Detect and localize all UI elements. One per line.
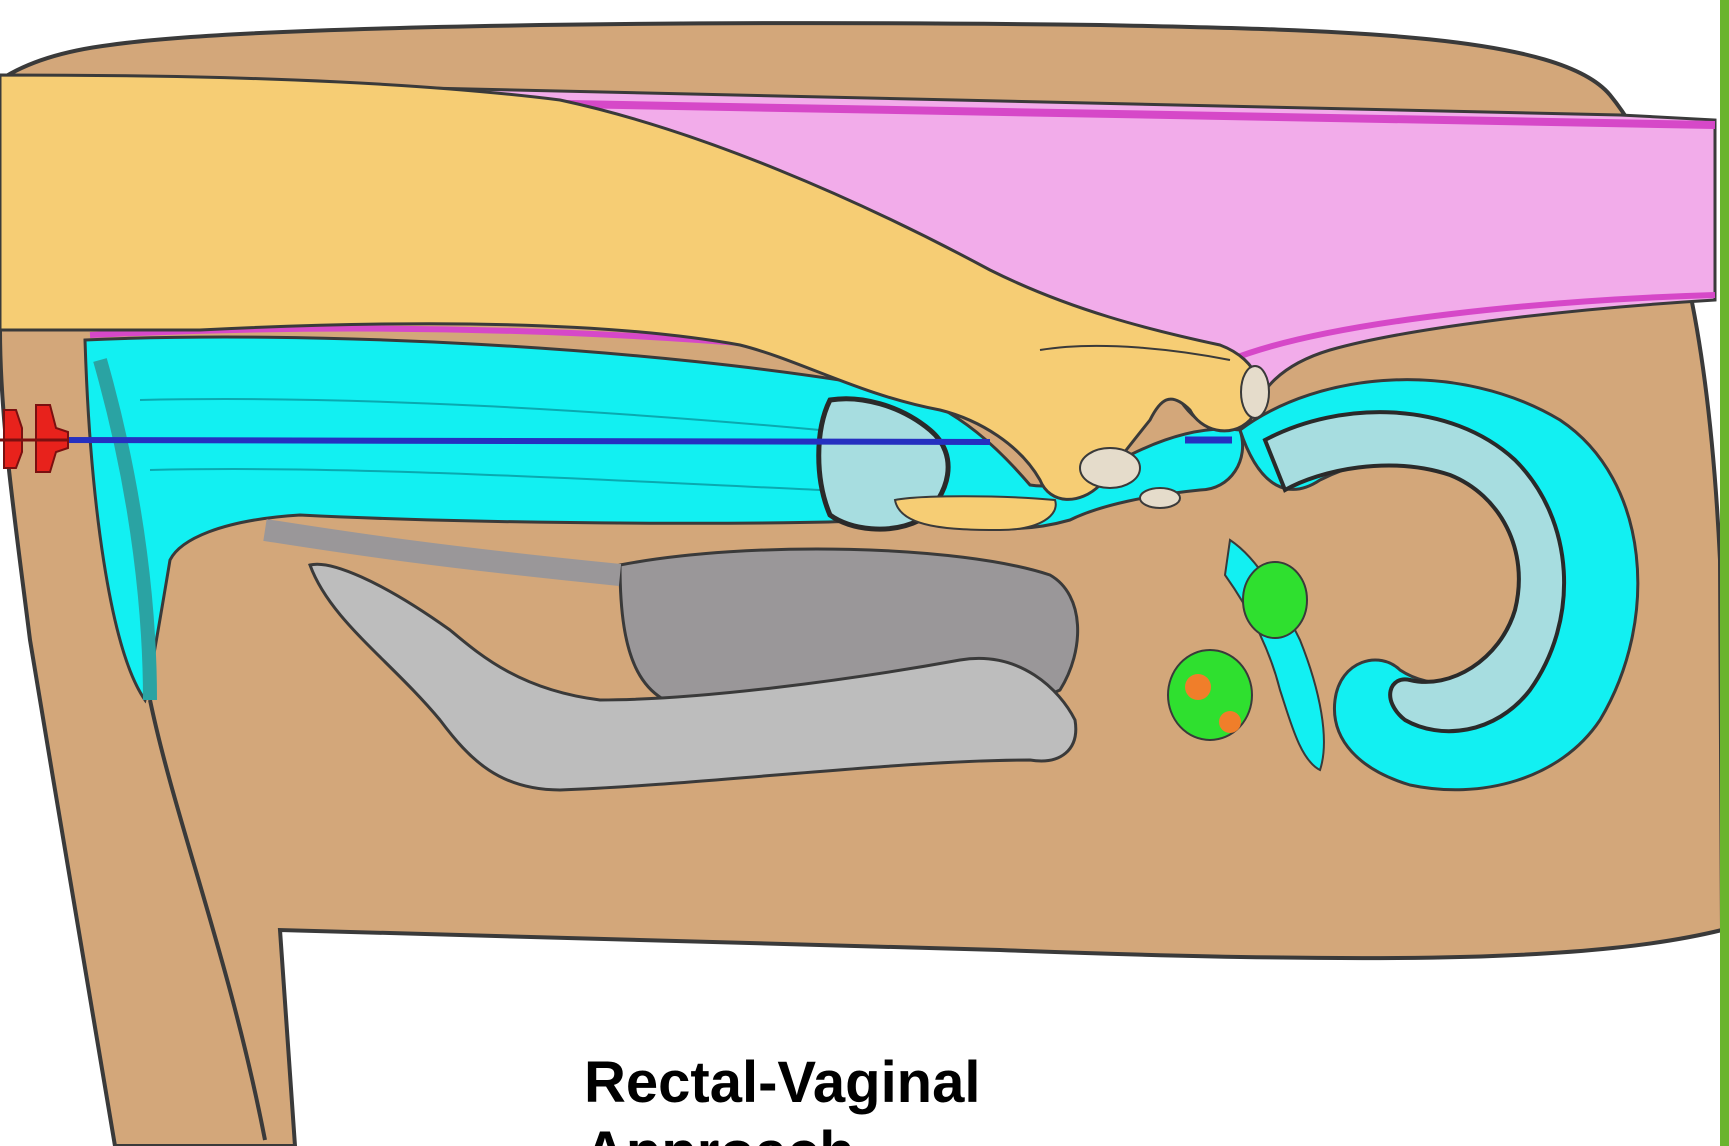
- accent-bar: [1720, 0, 1729, 1146]
- slide-caption: Rectal-Vaginal Approach: [584, 1048, 1144, 1146]
- follicle-1: [1185, 674, 1211, 700]
- catheter-rod: [60, 440, 990, 442]
- fingernail-thumb: [1080, 448, 1140, 488]
- follicle-2: [1219, 711, 1241, 733]
- fingernail-lower: [1140, 488, 1180, 508]
- fingernail-index: [1241, 366, 1269, 418]
- ovary-upper: [1243, 562, 1307, 638]
